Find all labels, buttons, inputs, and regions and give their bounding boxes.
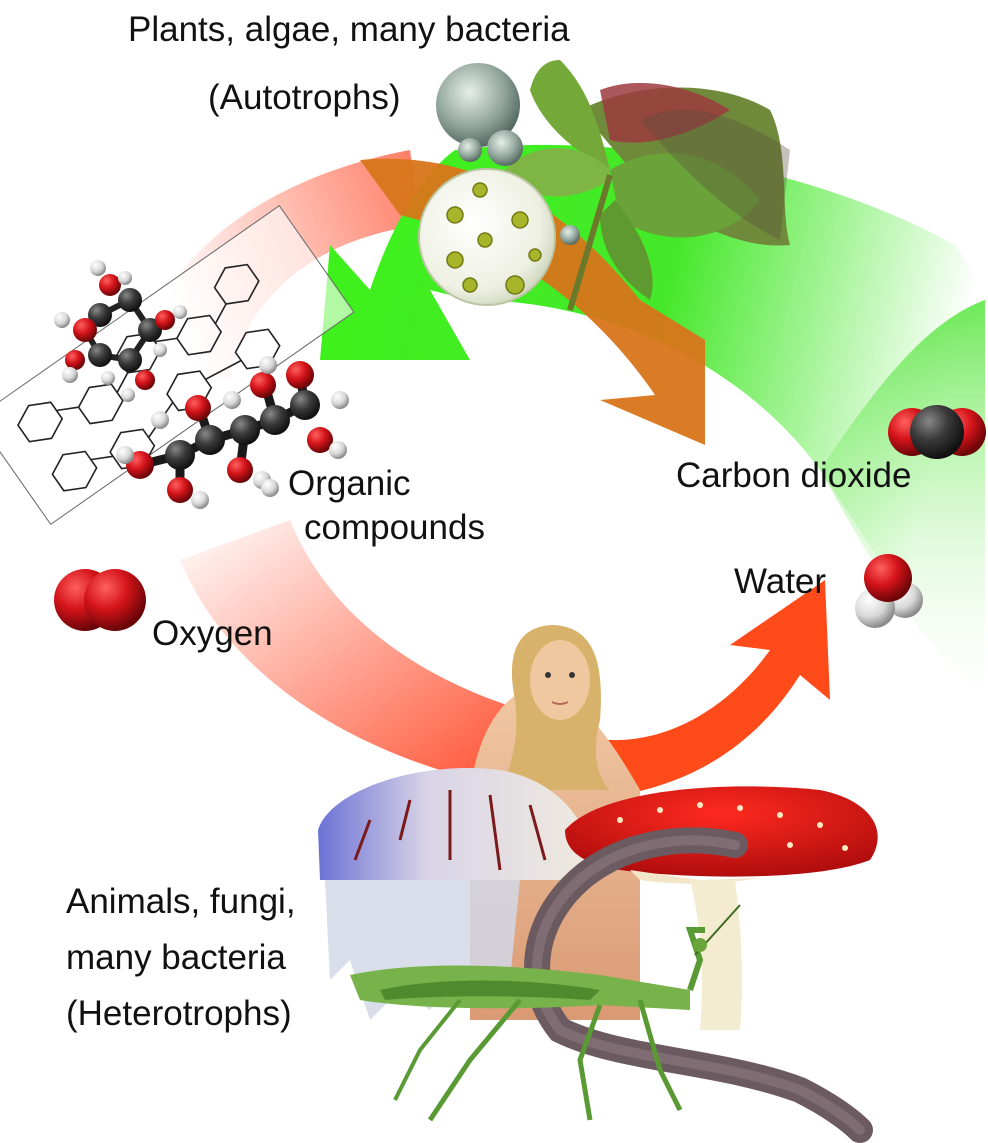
autotrophs-subtitle: (Autotrophs) [208,78,401,117]
carbon-dioxide-molecule-icon [888,405,986,459]
oxygen-label: Oxygen [152,614,273,653]
organic-line-2: compounds [304,507,485,547]
heterotrophs-label: Animals, fungi, many bacteria (Heterotro… [66,880,296,1035]
carbon-dioxide-label: Carbon dioxide [676,456,912,495]
algae-colony-icon [436,63,523,166]
heterotroph-respiration-arrow [560,580,830,800]
glucose-molecule-icon [54,260,187,402]
oxygen-molecule-icon [54,569,146,631]
water-label: Water [734,562,827,601]
organic-compounds-label: Organic compounds [288,462,485,550]
algae-cell-icon [418,168,580,306]
plant-leaves-icon [500,60,790,311]
organic-compound-molecule-icon [116,356,349,509]
heterotrophs-line-1: Animals, fungi, [66,882,296,921]
heterotrophs-line-2: many bacteria [66,937,286,977]
water-molecule-icon [855,554,923,628]
earthworm-icon [524,827,873,1143]
organic-to-heterotroph-arc [180,520,560,790]
photosynthesis-arrow-fade [820,300,985,700]
mantis-icon [350,904,741,1122]
autotrophs-label: Plants, algae, many bacteria [128,10,570,49]
organic-line-1: Organic [288,464,411,503]
heterotrophs-line-3: (Heterotrophs) [66,993,292,1033]
cellulose-structure-icon [0,204,355,526]
